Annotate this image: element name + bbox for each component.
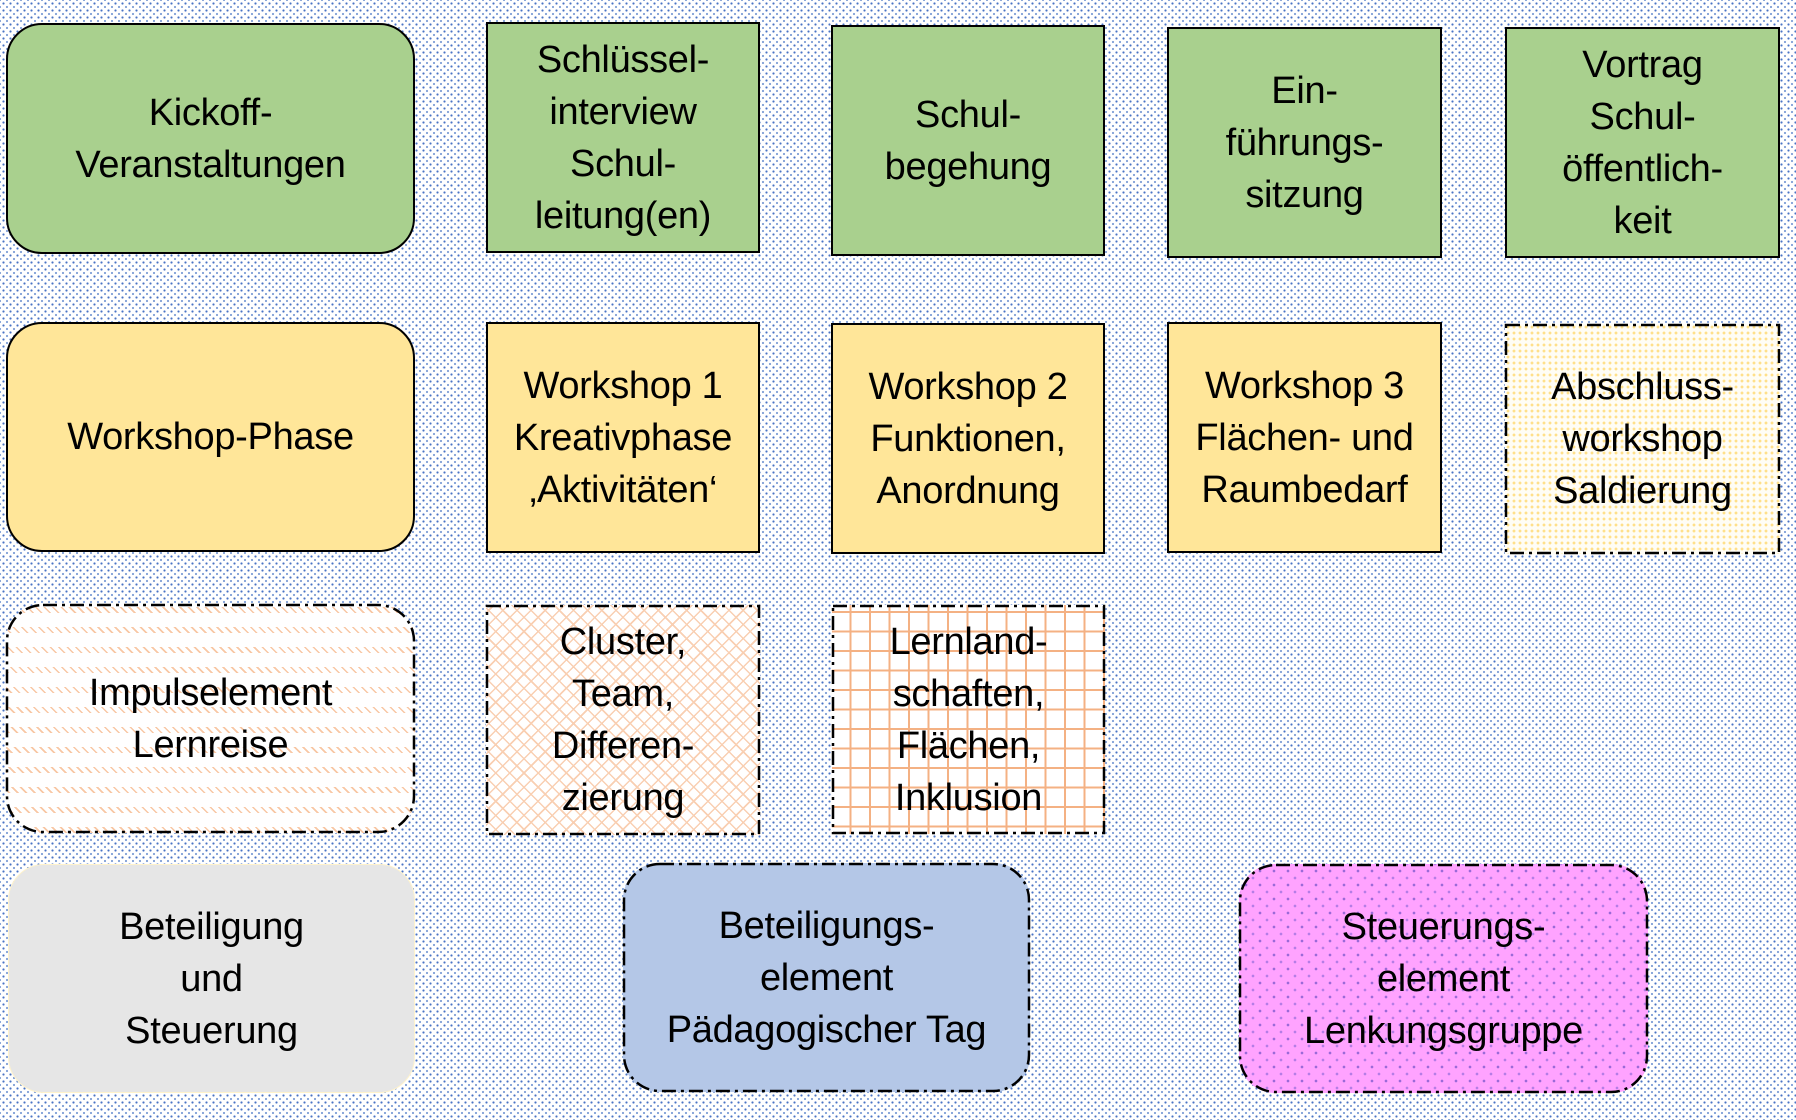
school-walkthrough-box: Schul- begehung: [831, 25, 1105, 256]
final-workshop-label: Abschluss- workshop Saldierung: [1551, 366, 1734, 512]
workshop-3-label: Workshop 3 Flächen- und Raumbedarf: [1195, 364, 1414, 511]
introductory-session-box: Ein- führungs- sitzung: [1167, 27, 1442, 258]
workshop-2-label: Workshop 2 Funktionen, Anordnung: [868, 365, 1068, 512]
workshop-phase-category-label: Workshop-Phase: [67, 416, 354, 458]
public-lecture-box: Vortrag Schul- öffentlich- keit: [1505, 27, 1780, 258]
impulse-category-box: Impulselement Lernreise: [5, 603, 416, 834]
steering-element-label: Steuerungs- element Lenkungsgruppe: [1304, 905, 1583, 1052]
impulse-category-label: Impulselement Lernreise: [88, 671, 333, 766]
key-interview-label: Schlüssel- interview Schul- leitung(en): [534, 38, 712, 237]
cluster-team-label: Cluster, Team, Differen- zierung: [551, 621, 695, 819]
workshop-1-label: Workshop 1 Kreativphase ‚Aktivitäten‘: [513, 364, 733, 511]
legend-title-label: Beteiligung und Steuerung: [119, 905, 304, 1052]
workshop-phase-category-box: Workshop-Phase: [6, 322, 415, 552]
kickoff-category-box: Kickoff- Veranstaltungen: [6, 23, 415, 254]
legend-title-box: Beteiligung und Steuerung: [8, 864, 415, 1093]
kickoff-category-label: Kickoff- Veranstaltungen: [75, 91, 346, 186]
participation-element-label: Beteiligungs- element Pädagogischer Tag: [666, 904, 987, 1051]
public-lecture-label: Vortrag Schul- öffentlich- keit: [1562, 43, 1723, 242]
key-interview-box: Schlüssel- interview Schul- leitung(en): [486, 22, 760, 253]
workshop-2-box: Workshop 2 Funktionen, Anordnung: [831, 323, 1105, 554]
workshop-3-box: Workshop 3 Flächen- und Raumbedarf: [1167, 322, 1442, 553]
steering-element-box: Steuerungs- element Lenkungsgruppe: [1238, 863, 1649, 1094]
workshop-1-box: Workshop 1 Kreativphase ‚Aktivitäten‘: [486, 322, 760, 553]
introductory-session-label: Ein- führungs- sitzung: [1225, 69, 1384, 216]
school-walkthrough-label: Schul- begehung: [884, 93, 1052, 188]
learning-landscapes-box: Lernland- schaften, Flächen, Inklusion: [831, 604, 1106, 835]
participation-element-box: Beteiligungs- element Pädagogischer Tag: [622, 862, 1031, 1093]
learning-landscapes-label: Lernland- schaften, Flächen, Inklusion: [889, 620, 1048, 819]
cluster-team-box: Cluster, Team, Differen- zierung: [485, 604, 761, 836]
final-workshop-box: Abschluss- workshop Saldierung: [1504, 323, 1781, 555]
